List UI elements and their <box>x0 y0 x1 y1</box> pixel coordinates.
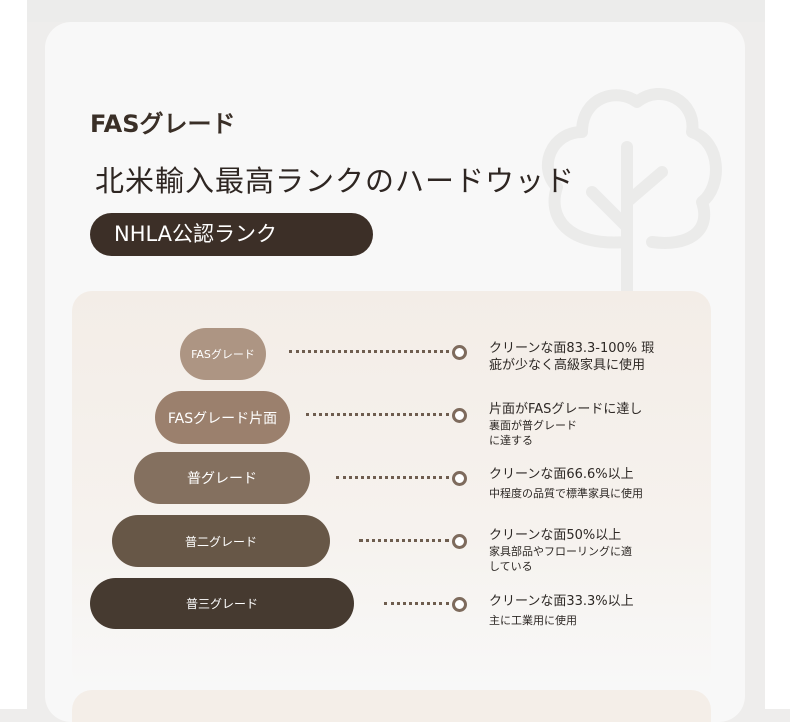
tier-pill-common: 普グレード <box>134 452 310 504</box>
grade-panel: FASグレード クリーンな面83.3-100% 瑕 疵が少なく高級家具に使用 F… <box>72 291 711 691</box>
tier-desc-no3-common: クリーンな面33.3%以上 主に工業用に使用 <box>489 591 634 629</box>
ring-icon <box>452 534 467 549</box>
frame-top <box>27 0 765 22</box>
tier-label: 普グレード <box>187 471 257 487</box>
connector-line <box>384 602 449 605</box>
desc-line: 片面がFASグレードに達し <box>489 402 643 417</box>
tier-label: 普二グレード <box>184 534 257 549</box>
frame-left <box>0 0 27 709</box>
headline: 北米輸入最高ランクのハードウッド <box>95 164 576 198</box>
tier-label: 普三グレード <box>185 597 258 611</box>
desc-line: クリーンな面50%以上 <box>489 528 622 543</box>
desc-line: している <box>489 560 533 573</box>
tier-desc-common: クリーンな面66.6%以上 中程度の品質で標準家具に使用 <box>489 464 643 502</box>
ring-icon <box>452 471 467 486</box>
desc-line: 家具部品やフローリングに適 <box>489 545 632 558</box>
ring-icon <box>452 345 467 360</box>
tier-pill-no2-common: 普二グレード <box>112 515 330 567</box>
ring-icon <box>452 408 467 423</box>
desc-line: 中程度の品質で標準家具に使用 <box>489 487 643 500</box>
desc-line: 裏面が普グレード <box>489 419 577 432</box>
tier-pill-fas-one-face: FASグレード片面 <box>155 391 290 444</box>
tier-label: FASグレード <box>191 348 255 361</box>
tier-desc-fas-one-face: 片面がFASグレードに達し 裏面が普グレード に達する <box>489 401 642 448</box>
connector-line <box>306 413 449 416</box>
frame-right <box>765 0 790 709</box>
tier-desc-no2-common: クリーンな面50%以上 家具部品やフローリングに適 している <box>489 527 632 574</box>
brand-title: FASグレード <box>90 110 236 138</box>
ring-icon <box>452 597 467 612</box>
tier-pill-fas: FASグレード <box>180 328 266 380</box>
desc-line: クリーンな面66.6%以上 <box>489 467 634 482</box>
tree-icon <box>541 87 722 297</box>
desc-line: 疵が少なく高級家具に使用 <box>489 358 646 373</box>
desc-line: クリーンな面83.3-100% 瑕 <box>489 341 655 356</box>
connector-line <box>336 476 449 479</box>
nhla-badge: NHLA公認ランク <box>90 213 373 256</box>
next-panel <box>72 690 711 722</box>
tier-label: FASグレード片面 <box>167 410 278 427</box>
desc-line: クリーンな面33.3%以上 <box>489 594 634 609</box>
connector-line <box>359 539 449 542</box>
grade-card: FASグレード 北米輸入最高ランクのハードウッド NHLA公認ランク FASグレ… <box>45 22 745 722</box>
desc-line: 主に工業用に使用 <box>489 614 577 627</box>
connector-line <box>289 350 449 353</box>
tier-pill-no3-common: 普三グレード <box>90 578 354 629</box>
tier-desc-fas: クリーンな面83.3-100% 瑕 疵が少なく高級家具に使用 <box>489 340 654 374</box>
desc-line: に達する <box>489 434 533 447</box>
